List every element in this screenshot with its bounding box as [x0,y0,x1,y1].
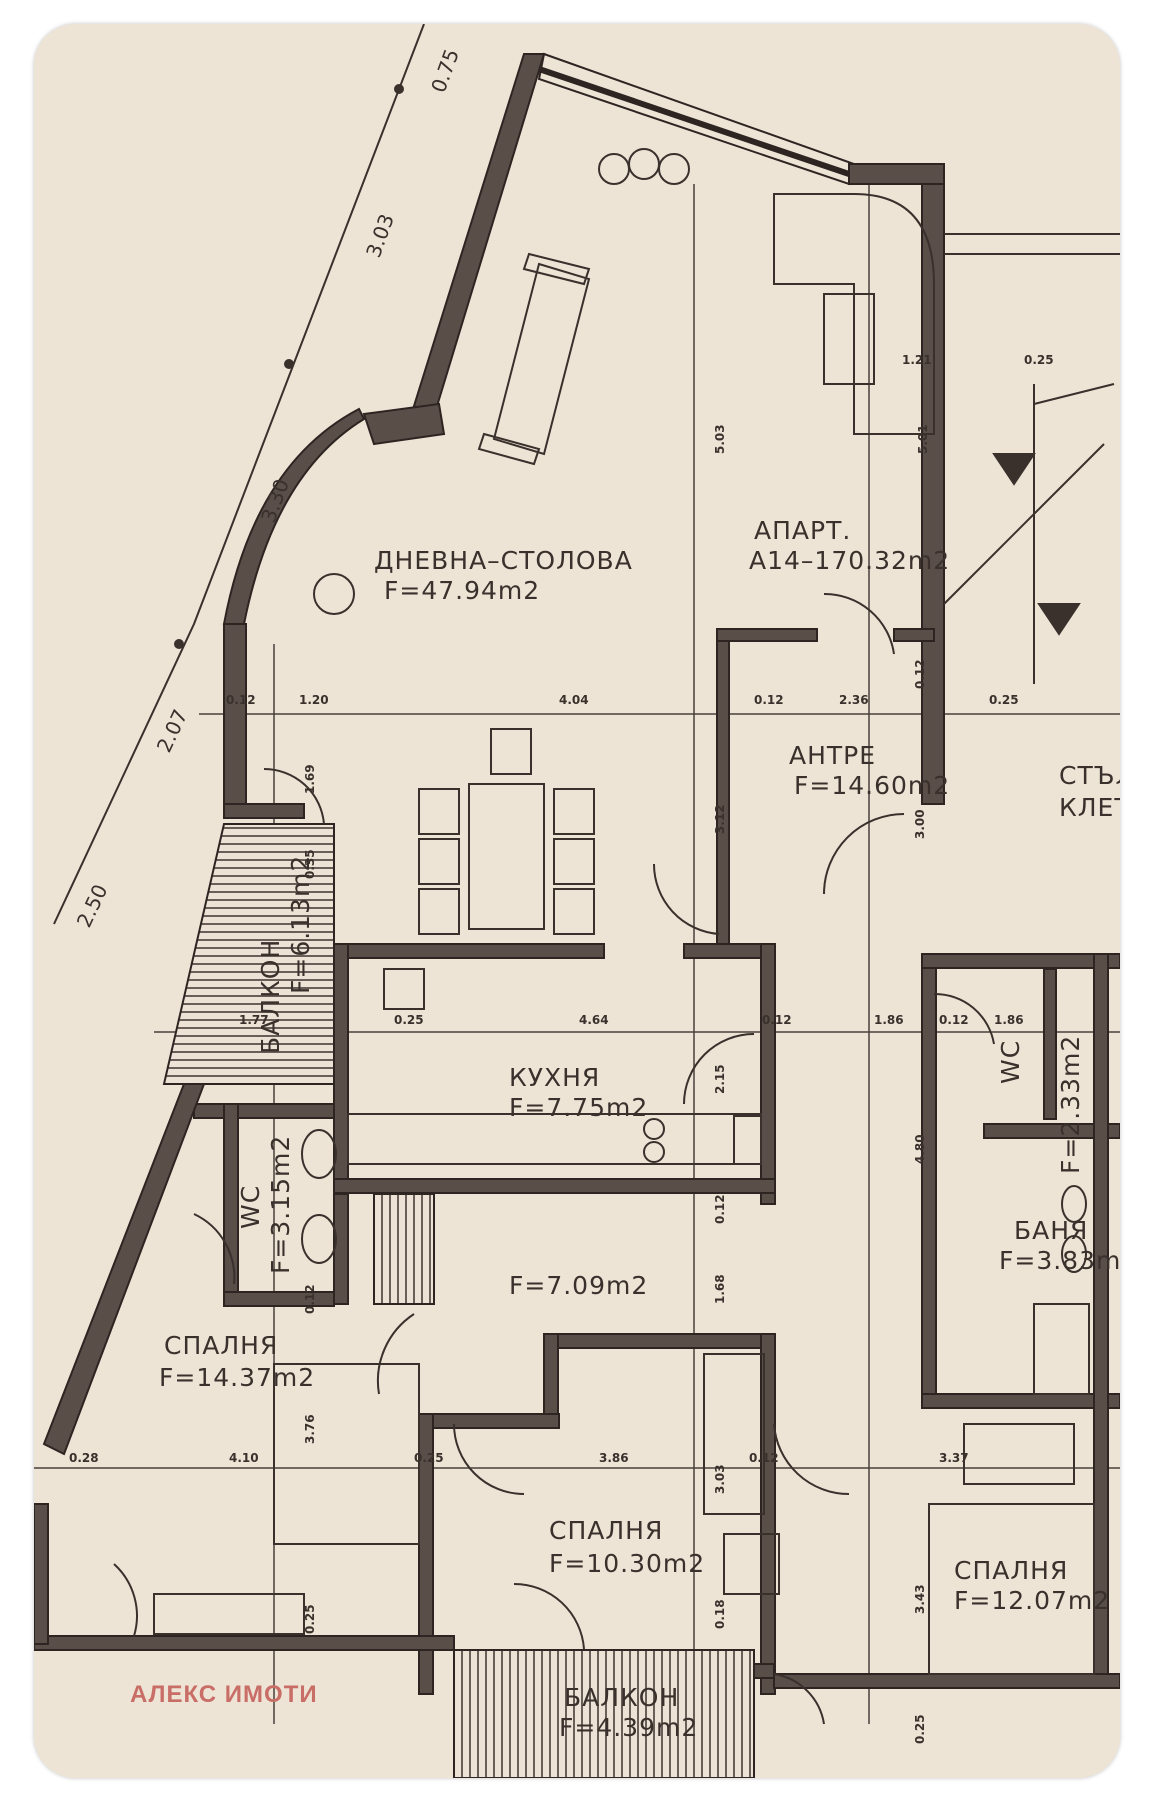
floor-plan-frame: ДНЕВНА–СТОЛОВА F=47.94m2 АПАРТ. A14–170.… [34,24,1120,1778]
bedroom-left-area: F=14.37m2 [159,1363,315,1392]
dim-label: 2.36 [839,693,869,707]
dim-label: 1.86 [994,1013,1024,1027]
dim-label: 0.25 [414,1451,444,1465]
apartment-area: A14–170.32m2 [749,546,950,575]
bedroom-mid-name: СПАЛНЯ [549,1516,663,1545]
dim-label: 4.64 [579,1013,609,1027]
plot-boundary [53,24,425,925]
balcony-left-area: F=6.13m2 [286,855,315,994]
dim-label: 0.12 [762,1013,792,1027]
hall-area: F=7.09m2 [509,1271,648,1300]
balcony-bottom-hatch [453,1649,755,1778]
dim-label: 5.03 [713,424,727,454]
dim-label: 0.12 [939,1013,969,1027]
dim-label: 3.37 [939,1451,969,1465]
stairwell-line2: КЛЕТКА [1059,793,1120,822]
dim-label: 0.12 [754,693,784,707]
dim-label: 0.25 [303,1604,317,1634]
dim-label: 0.25 [1024,353,1054,367]
dim-label: 3.43 [913,1584,927,1614]
wc-left-name: WC [236,1185,265,1229]
bedroom-mid-area: F=10.30m2 [549,1549,705,1578]
dim-label: 0.35 [303,849,317,879]
dim-label: 4.10 [229,1451,259,1465]
living-room-name: ДНЕВНА–СТОЛОВА [374,546,633,575]
dim-label: 4.04 [559,693,589,707]
furniture [153,193,1095,1675]
balcony-left-name: БАЛКОН [256,939,285,1054]
kitchen-name: КУХНЯ [509,1063,600,1092]
watermark-logo: АЛЕКС ИМОТИ [130,1681,318,1708]
dim-label: 1.20 [299,693,329,707]
stairwell-line1: СТЪЛБИ [1059,761,1120,790]
dim-label: 3.00 [913,809,927,839]
dim-label: 1.86 [874,1013,904,1027]
bedroom-right-area: F=12.07m2 [954,1586,1110,1615]
stairwell-lines [943,233,1120,684]
dim-label: 1.77 [239,1013,269,1027]
dim-label: 0.28 [69,1451,99,1465]
dim-label: 0.12 [226,693,256,707]
bath-name: БАНЯ [1014,1216,1088,1245]
entry-name: АНТРЕ [789,741,876,770]
wc-left-area: F=3.15m2 [266,1135,295,1274]
dim-label: 1.69 [303,764,317,794]
bedroom-right-name: СПАЛНЯ [954,1556,1068,1585]
door-swings [113,592,995,1725]
floor-plan-drawing: ДНЕВНА–СТОЛОВА F=47.94m2 АПАРТ. A14–170.… [34,24,1120,1778]
wc-right-area: F=2.33m2 [1056,1035,1085,1174]
dim-label: 0.12 [913,659,927,689]
kitchen-area: F=7.75m2 [509,1093,648,1122]
dim-label: 1.68 [713,1274,727,1304]
bath-area: F=3.83m2 [999,1246,1120,1275]
dim-label: 3.86 [599,1451,629,1465]
dim-label: 4.80 [913,1134,927,1164]
balcony-bottom-area: F=4.39m2 [559,1713,698,1742]
balcony-left-hatch [162,823,335,1085]
dim-label: 0.25 [913,1714,927,1744]
dim-label: 0.12 [713,1194,727,1224]
dim-label: 3.03 [713,1464,727,1494]
entry-area: F=14.60m2 [794,771,950,800]
apartment-name: АПАРТ. [754,516,851,545]
dim-label: 0.25 [394,1013,424,1027]
dim-label: 3.12 [713,804,727,834]
dim-label: 3.76 [303,1414,317,1444]
dim-label: 0.12 [303,1284,317,1314]
dim-label: 0.12 [749,1451,779,1465]
dim-label: 5.01 [916,424,930,454]
dim-label: 0.18 [713,1599,727,1629]
dim-label: 1.21 [902,353,932,367]
dim-label: 0.25 [989,693,1019,707]
balcony-bottom-name: БАЛКОН [564,1683,679,1712]
wc-right-name: WC [996,1040,1025,1084]
living-room-area: F=47.94m2 [384,576,540,605]
plant-decor [313,148,690,615]
dim-label: 2.15 [713,1064,727,1094]
bedroom-left-name: СПАЛНЯ [164,1331,278,1360]
